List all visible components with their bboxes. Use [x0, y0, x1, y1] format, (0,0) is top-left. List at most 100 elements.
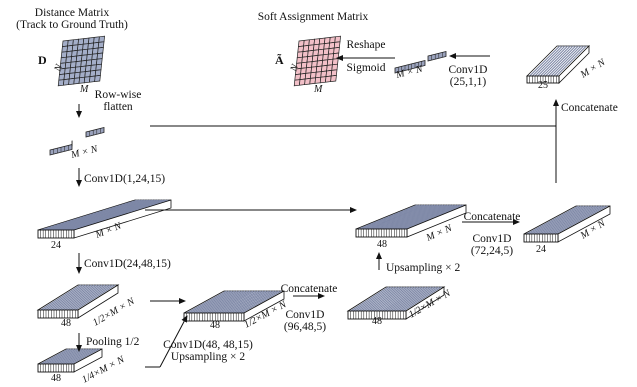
soft-assignment-title: Soft Assignment Matrix	[258, 11, 369, 23]
block-l2b-channels: 48	[210, 320, 220, 331]
block-l3-top-stripe	[50, 348, 80, 365]
block-low-right-top-stripe	[366, 286, 405, 312]
block-mid-top-stripe	[376, 204, 436, 230]
block-l2-top-stripe	[48, 284, 89, 311]
block-low-right-channels: 48	[372, 316, 382, 327]
block-l2b-top-stripe	[201, 290, 243, 314]
block-l2b-top-stripe	[222, 290, 264, 314]
block-l2b-top-stripe	[215, 290, 256, 314]
conv-72-label-line2: (72,24,5)	[471, 245, 513, 257]
block-l2b-top-stripe	[235, 290, 277, 314]
block-l1-top-stripe	[45, 199, 143, 231]
block-mid-right-top-stripe	[536, 205, 590, 235]
distance-matrix-D-label: D	[38, 53, 47, 67]
block-l1-top-stripe	[53, 199, 151, 231]
block-l2b-top-stripe	[196, 290, 238, 314]
conv-24-48-15-label: Conv1D(24,48,15)	[84, 258, 171, 270]
block-l2b-top-stripe	[194, 290, 235, 314]
distance-matrix-cell	[96, 58, 103, 66]
flattened-vector-dim: M × N	[69, 143, 100, 161]
block-mid-top-stripe	[368, 204, 428, 230]
block-l3-channels: 48	[51, 373, 61, 384]
block-l2b-top-stripe	[209, 290, 251, 314]
block-top-right-top-stripe	[531, 45, 563, 77]
block-l2-top-stripe	[53, 284, 95, 311]
block-mid-right-top-stripe	[542, 205, 595, 235]
block-l2b-top-stripe	[241, 290, 282, 314]
block-l1-channels: 24	[51, 240, 61, 251]
block-l1-top-stripe	[50, 199, 149, 231]
block-l3-top-stripe	[45, 348, 74, 365]
block-l1-top-stripe	[55, 199, 154, 231]
soft-assignment-cell	[330, 75, 337, 82]
block-top-right-top-stripe	[547, 45, 579, 77]
block-mid-top-stripe	[399, 204, 459, 230]
conv-25-label-line2: (25,1,1)	[450, 76, 487, 88]
block-l1-top-stripe	[48, 199, 146, 231]
block-l2b-top-stripe	[233, 290, 274, 314]
conv-72-label-line1: Conv1D	[473, 233, 512, 245]
row-wise-label-line1: Row-wise	[95, 89, 142, 101]
sigmoid-label: Sigmoid	[347, 62, 386, 74]
block-mid-top-stripe	[388, 204, 449, 230]
block-l1-top-stripe	[58, 199, 156, 231]
block-top-right-channels: 25	[538, 80, 548, 91]
soft-assignment-cell	[330, 69, 338, 77]
block-l2b-top-stripe	[217, 290, 259, 314]
block-mid-top-stripe	[378, 204, 439, 230]
block-mid-right-top-stripe	[555, 205, 608, 235]
block-mid-right-top-stripe	[526, 205, 579, 235]
distance-matrix-D: D N M	[38, 35, 105, 95]
soft-assignment-M-label: M	[313, 84, 323, 95]
block-low-right-top-stripe	[381, 286, 421, 312]
upsample-path-diagonal	[159, 315, 188, 368]
soft-assignment-cell	[334, 35, 341, 43]
block-l2b-top-stripe	[238, 290, 280, 314]
block-l2-top-stripe	[67, 284, 108, 311]
block-l3-top-stripe	[60, 348, 90, 365]
block-l2-front-face	[37, 309, 79, 319]
block-l3-top-stripe	[48, 348, 77, 365]
block-low-right-top-stripe	[352, 286, 392, 312]
block-mid-top-stripe	[383, 204, 444, 230]
soft-assignment-cell	[331, 63, 338, 71]
block-mid-top-stripe	[401, 204, 462, 230]
distance-matrix-cell	[96, 52, 104, 60]
block-low-right-top-stripe	[392, 286, 432, 312]
block-l3-top-stripe	[40, 348, 69, 365]
block-l3-top-stripe	[66, 348, 95, 365]
flattened-vector-segment	[85, 126, 105, 138]
block-mid-top-stripe	[394, 204, 454, 230]
block-low-right-top-stripe	[374, 286, 413, 312]
block-low-right-top-stripe	[371, 286, 411, 312]
block-mid-top-stripe	[396, 204, 457, 230]
block-l2-top-stripe	[61, 284, 103, 311]
block-mid-right-top-stripe	[549, 205, 603, 235]
block-mid-top-stripe	[391, 204, 451, 230]
block-mid-right-top-stripe	[539, 205, 592, 235]
block-mid-top-stripe	[386, 204, 446, 230]
pooling-label: Pooling 1/2	[86, 336, 140, 348]
upsampling-low-label: Upsampling × 2	[171, 351, 245, 363]
block-low-right-top-stripe	[360, 286, 400, 312]
block-l2b-top-stripe	[188, 290, 230, 314]
block-low-right-top-stripe	[368, 286, 408, 312]
upsampling-mid-label: Upsampling × 2	[386, 262, 460, 274]
distance-matrix-cell	[95, 63, 102, 71]
block-l2-top-stripe	[64, 284, 105, 311]
block-l3-top-stripe	[63, 348, 92, 365]
block-low-right-top-stripe	[403, 286, 442, 312]
output-vector	[394, 50, 447, 74]
block-top-right-top-stripe	[529, 45, 561, 77]
distance-matrix-title-line1: Distance Matrix	[35, 7, 110, 19]
distance-matrix-cell	[94, 75, 101, 82]
distance-matrix-grid	[57, 35, 105, 87]
soft-assignment-matrix: Ã N M	[275, 35, 341, 95]
block-l1-top-stripe	[42, 199, 141, 231]
block-low-right-top-stripe	[387, 286, 426, 312]
conv-1-24-15-label: Conv1D(1,24,15)	[84, 173, 165, 185]
block-mid-right-channels: 24	[536, 244, 546, 255]
block-mid-top-stripe	[404, 204, 464, 230]
block-low-right-top-stripe	[395, 286, 434, 312]
block-top-right-top-stripe	[553, 45, 585, 77]
